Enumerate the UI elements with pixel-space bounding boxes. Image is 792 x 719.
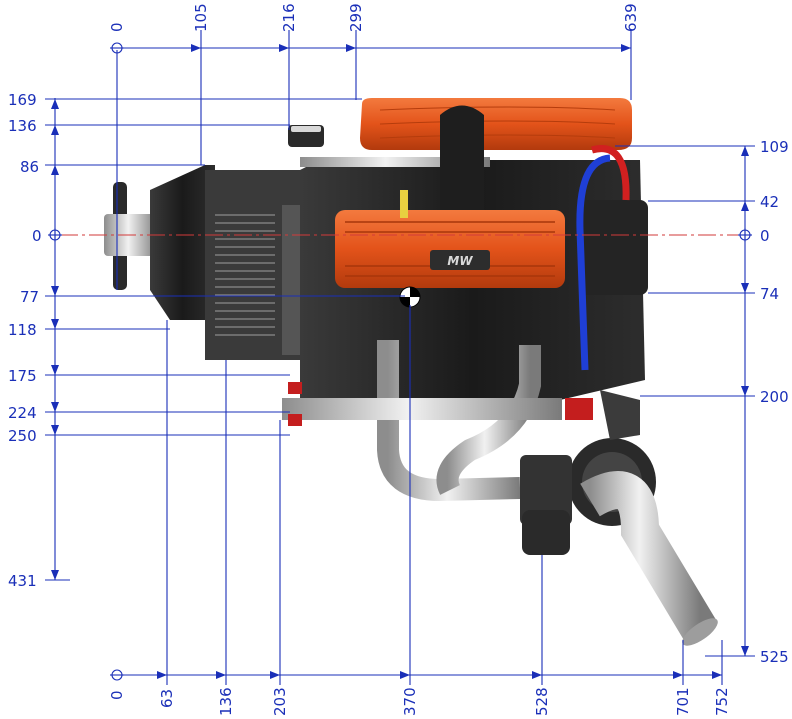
- exhaust-pipe-1: [377, 340, 521, 502]
- left-dim-118: 118: [8, 321, 37, 339]
- right-dim-525: 525: [760, 648, 789, 666]
- bottom-dim-0: 0: [108, 690, 126, 700]
- left-dim-175: 175: [8, 367, 37, 385]
- left-dim-224: 224: [8, 404, 37, 422]
- intake-tube: [440, 105, 484, 215]
- bottom-dim-528: 528: [533, 687, 551, 716]
- top-dim-216: 216: [280, 3, 298, 32]
- mount-bolts: [288, 382, 593, 426]
- left-dim-250: 250: [8, 427, 37, 445]
- right-dim-0: 0: [760, 227, 770, 245]
- side-bracket: [600, 390, 640, 440]
- right-dim-200: 200: [760, 388, 789, 406]
- top-dim-105: 105: [192, 3, 210, 32]
- left-dim-169: 169: [8, 91, 37, 109]
- bottom-dim-136: 136: [217, 687, 235, 716]
- bottom-dim-752: 752: [713, 687, 731, 716]
- intake-rail: [300, 157, 490, 167]
- bottom-dim-63: 63: [158, 689, 176, 708]
- expansion-tank: [578, 200, 648, 295]
- right-dim-42: 42: [760, 193, 779, 211]
- left-dim-86: 86: [20, 158, 39, 176]
- sensor: [400, 190, 408, 218]
- red-hose: [591, 145, 630, 201]
- turbo-downpipe: [580, 471, 717, 640]
- left-dim-0: 0: [32, 227, 42, 245]
- bottom-dim-701: 701: [674, 687, 692, 716]
- left-dim-77: 77: [20, 288, 39, 306]
- blue-hose: [576, 154, 611, 371]
- right-dim-74: 74: [760, 285, 779, 303]
- brand-label: MW: [447, 254, 473, 268]
- left-dim-431: 431: [8, 572, 37, 590]
- valve-cover: [335, 210, 565, 288]
- dimension-overlay: 0 105 216 299 639 169 136 86 0 77 118 17…: [8, 3, 789, 716]
- gearbox-housing: [150, 165, 215, 320]
- wastegate: [520, 455, 572, 525]
- right-dim-109: 109: [760, 138, 789, 156]
- center-of-gravity-icon: [399, 286, 421, 308]
- bottom-dim-203: 203: [271, 687, 289, 716]
- top-dim-639: 639: [622, 3, 640, 32]
- airbox: [360, 98, 632, 150]
- top-dim-0: 0: [108, 22, 126, 32]
- top-dim-299: 299: [347, 3, 365, 32]
- radiator-fins: [215, 214, 275, 336]
- engine-illustration: MW: [104, 98, 718, 646]
- left-dim-136: 136: [8, 117, 37, 135]
- sump-rail: [282, 398, 562, 420]
- bottom-dim-370: 370: [401, 687, 419, 716]
